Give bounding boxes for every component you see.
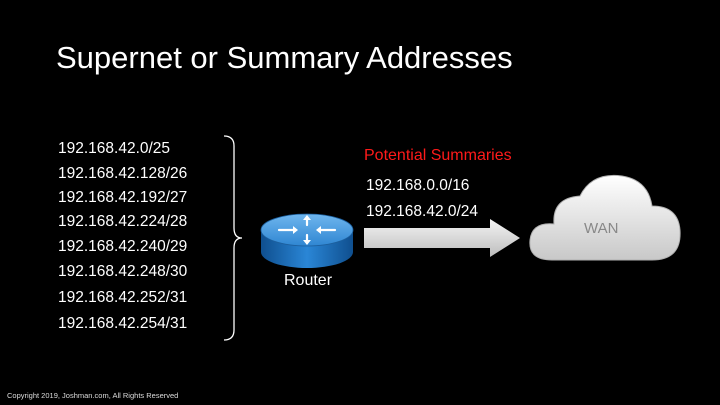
router-label: Router <box>284 272 333 289</box>
subnet-item: 192.168.42.224/28 <box>58 213 188 230</box>
subnet-item: 192.168.42.240/29 <box>58 238 188 255</box>
copyright-text: Copyright 2019, Joshman.com, All Rights … <box>7 391 179 400</box>
subnet-item: 192.168.42.128/26 <box>58 165 188 182</box>
right-brace-icon <box>223 135 243 341</box>
subnet-item: 192.168.42.0/25 <box>58 140 171 157</box>
arrow-right-icon <box>364 219 520 257</box>
subnet-item: 192.168.42.192/27 <box>58 189 188 206</box>
summaries-heading: Potential Summaries <box>364 147 512 164</box>
subnet-item: 192.168.42.254/31 <box>58 315 188 332</box>
cloud-icon <box>529 174 681 261</box>
page-title: Supernet or Summary Addresses <box>56 40 513 75</box>
subnet-item: 192.168.42.248/30 <box>58 263 188 280</box>
subnet-item: 192.168.42.252/31 <box>58 289 188 306</box>
cloud-label: WAN <box>584 220 619 237</box>
router-icon <box>260 213 354 268</box>
summary-item: 192.168.0.0/16 <box>366 177 470 194</box>
summary-item: 192.168.42.0/24 <box>366 203 479 220</box>
